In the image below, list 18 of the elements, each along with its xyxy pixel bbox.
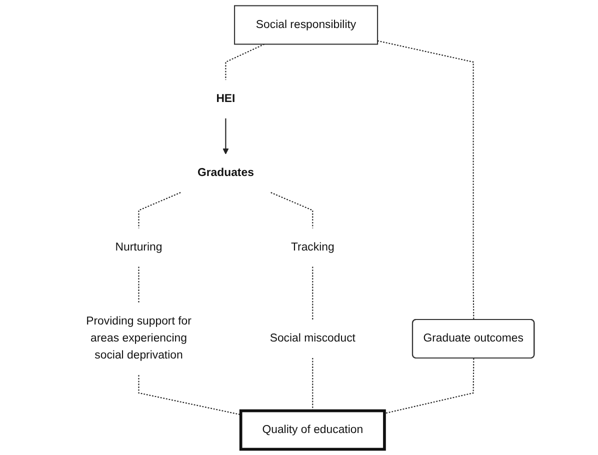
node-text: Nurturing — [114, 241, 162, 254]
connector — [312, 358, 313, 411]
connector — [312, 266, 313, 320]
node-text: Social miscoduct — [269, 332, 356, 344]
node-text: HEI — [216, 92, 235, 105]
arrow — [222, 118, 228, 154]
node-text: Providing support for areas experiencing social deprivation — [86, 315, 191, 362]
connector — [138, 192, 180, 228]
node-box: Social responsibility — [234, 5, 378, 45]
node-text: Graduates — [197, 166, 254, 179]
connector — [270, 192, 313, 228]
node-text: Tracking — [290, 241, 334, 254]
connector — [224, 44, 264, 80]
connector — [384, 358, 474, 414]
connector — [376, 40, 474, 320]
connector — [138, 375, 241, 416]
node-box: Quality of education — [238, 409, 386, 451]
connector — [138, 266, 139, 302]
